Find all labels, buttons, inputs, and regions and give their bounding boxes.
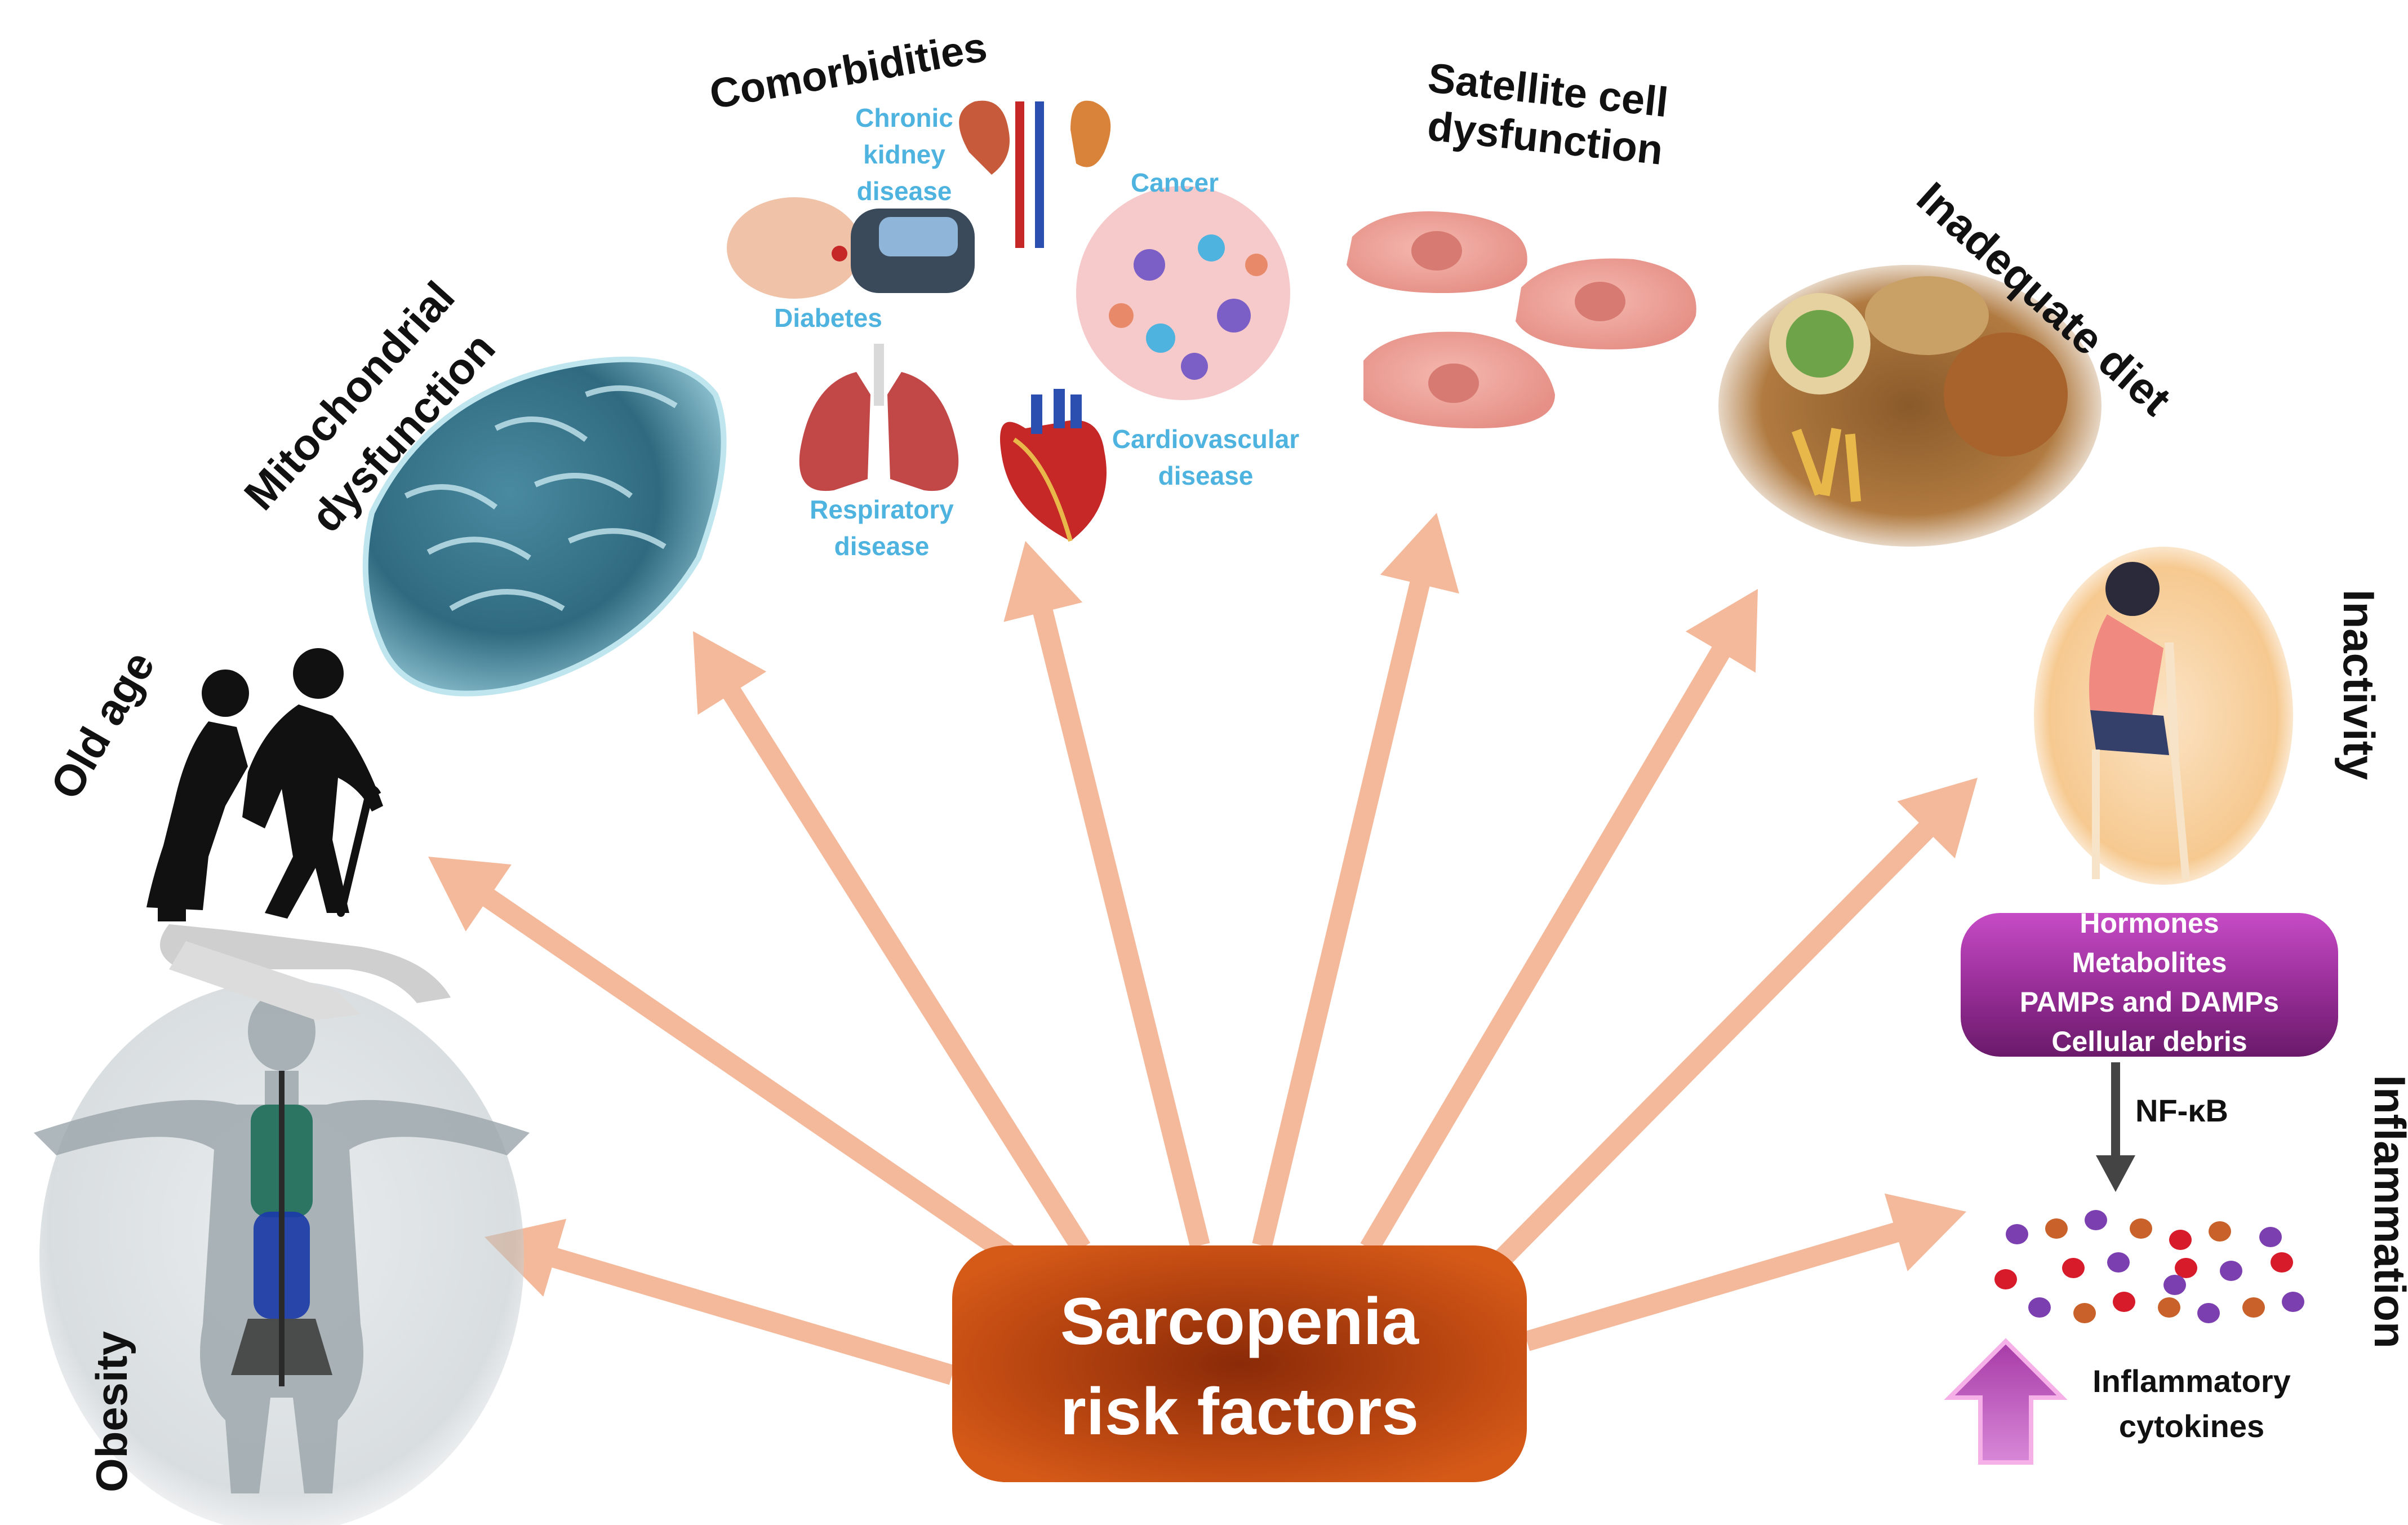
cytokine-dot bbox=[2175, 1258, 2197, 1278]
radiating-arrows bbox=[428, 513, 1978, 1385]
inactivity-illustration bbox=[2034, 547, 2293, 885]
cytokine-dot bbox=[2158, 1297, 2180, 1318]
cytokine-dot bbox=[2169, 1230, 2192, 1250]
arrow-to-inflammation bbox=[1523, 1193, 1966, 1351]
kidney-icon bbox=[959, 100, 1111, 248]
diabetes-glucometer-icon bbox=[727, 197, 975, 299]
cancer-cells-icon bbox=[1076, 186, 1290, 400]
cytokine-dot bbox=[2006, 1224, 2028, 1244]
label-cytokines-1: Inflammatory bbox=[2092, 1363, 2291, 1399]
cytokine-dot bbox=[2242, 1297, 2265, 1318]
cytokine-dot bbox=[2045, 1218, 2068, 1239]
arrow-to-obesity bbox=[485, 1218, 956, 1385]
arrow-to-mitochondrial bbox=[693, 631, 1091, 1254]
label-ckd-2: kidney bbox=[863, 140, 945, 169]
label-cardio-2: disease bbox=[1158, 461, 1254, 490]
center-box bbox=[952, 1245, 1527, 1482]
label-old-age: Old age bbox=[41, 643, 164, 808]
label-cardio-1: Cardiovascular bbox=[1112, 424, 1299, 454]
inflammation-triggers-box bbox=[1961, 913, 2338, 1057]
cytokine-dot bbox=[2130, 1218, 2152, 1239]
trigger-item: Hormones bbox=[2080, 907, 2219, 939]
center-title-line2: risk factors bbox=[1060, 1375, 1419, 1449]
label-ckd-3: disease bbox=[857, 176, 952, 206]
cytokine-dot bbox=[2073, 1303, 2096, 1323]
label-respiratory-1: Respiratory bbox=[810, 495, 954, 524]
cytokine-dot bbox=[2107, 1252, 2130, 1273]
center-title-line1: Sarcopenia bbox=[1060, 1284, 1420, 1359]
cytokine-dot bbox=[2282, 1292, 2304, 1312]
label-ckd-1: Chronic bbox=[855, 103, 953, 132]
obesity-illustration bbox=[34, 981, 530, 1525]
cytokine-dot bbox=[2163, 1275, 2186, 1295]
nfkb-down-arrow bbox=[2096, 1062, 2135, 1192]
label-cytokines-2: cytokines bbox=[2119, 1408, 2264, 1444]
label-inflammation: Inflammation bbox=[2365, 1075, 2408, 1348]
cytokine-dot bbox=[2085, 1210, 2107, 1230]
arrow-to-satellite bbox=[1252, 513, 1459, 1248]
label-respiratory-2: disease bbox=[834, 531, 930, 561]
cytokine-dot bbox=[2220, 1261, 2242, 1281]
old-age-icon bbox=[146, 648, 451, 1020]
cytokine-dot bbox=[2209, 1221, 2231, 1242]
arrow-to-old-age bbox=[428, 857, 1015, 1262]
trigger-item: Metabolites bbox=[2072, 947, 2227, 978]
label-inactivity: Inactivity bbox=[2334, 589, 2384, 780]
label-cancer: Cancer bbox=[1131, 168, 1219, 197]
mitochondrion-illustration bbox=[362, 356, 727, 697]
lungs-icon bbox=[799, 344, 959, 491]
arrow-to-inactivity bbox=[1480, 778, 1978, 1281]
satellite-cells-illustration bbox=[1347, 211, 1696, 428]
cytokine-dot bbox=[2197, 1303, 2220, 1323]
cytokine-dots bbox=[1994, 1210, 2304, 1323]
arrow-to-comorbidities bbox=[1003, 541, 1210, 1248]
cytokine-dot bbox=[2028, 1297, 2051, 1318]
heart-icon bbox=[1000, 389, 1107, 542]
arrow-to-diet bbox=[1360, 589, 1758, 1254]
cytokine-dot bbox=[2062, 1258, 2085, 1278]
label-diabetes: Diabetes bbox=[774, 303, 882, 333]
label-nf-kb: NF-κB bbox=[2135, 1093, 2228, 1128]
trigger-item: PAMPs and DAMPs bbox=[2020, 986, 2279, 1018]
cytokine-dot bbox=[1994, 1269, 2017, 1289]
cytokine-dot bbox=[2259, 1227, 2282, 1247]
label-obesity: Obesity bbox=[87, 1331, 136, 1492]
trigger-item: Cellular debris bbox=[2051, 1026, 2247, 1057]
cytokine-dot bbox=[2113, 1292, 2135, 1312]
increase-up-arrow bbox=[1944, 1338, 2068, 1465]
food-plate-illustration bbox=[1718, 265, 2102, 547]
cytokine-dot bbox=[2271, 1252, 2293, 1273]
